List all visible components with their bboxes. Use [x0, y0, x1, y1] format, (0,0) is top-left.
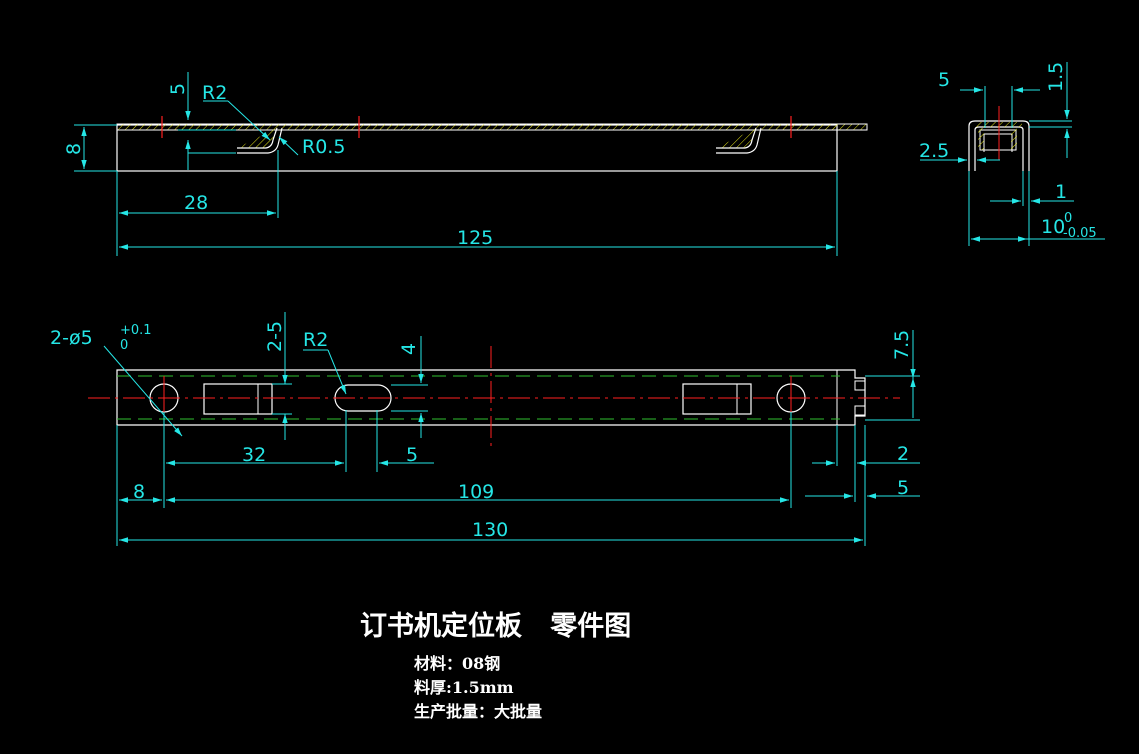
dim-109: 109 [458, 481, 494, 503]
drawing-title: 订书机定位板 零件图 [360, 611, 632, 642]
dim-2: 2 [897, 443, 909, 465]
plan-view [88, 346, 900, 448]
dim-hole-upper-tol: +0.1 [120, 323, 152, 338]
dim-8-bottom: 8 [133, 481, 145, 503]
dim-side-2-5: 2.5 [919, 140, 949, 162]
batch-note: 生产批量：大批量 [414, 702, 543, 721]
plan-view-dim-text: 2-ø5 +0.1 0 2-5 R2 4 7.5 32 5 2 5 8 109 … [50, 321, 913, 541]
dim-side-10-lower-tol: -0.05 [1063, 226, 1097, 241]
dim-side-1-5: 1.5 [1045, 62, 1067, 92]
thickness-note: 料厚:1.5mm [414, 678, 514, 697]
dim-r2-top: R2 [202, 82, 227, 104]
dim-side-1: 1 [1055, 181, 1067, 203]
dim-125: 125 [457, 227, 493, 249]
dim-side-5: 5 [938, 69, 950, 91]
front-view-dim-text: 5 R2 8 R0.5 28 125 [63, 82, 493, 249]
dim-side-10: 10 [1041, 216, 1065, 238]
front-view [116, 116, 868, 172]
dim-5-slot: 5 [406, 444, 418, 466]
plan-view-dimensions [103, 312, 920, 546]
dim-hole-lower-tol: 0 [120, 338, 128, 353]
side-view-dim-text: 5 1.5 2.5 1 10 0 -0.05 [919, 62, 1097, 241]
dim-28: 28 [184, 192, 208, 214]
dim-4: 4 [398, 343, 420, 355]
dim-5-right: 5 [897, 477, 909, 499]
front-view-dimensions [74, 72, 838, 256]
dim-r05: R0.5 [302, 136, 345, 158]
dim-r2-bottom: R2 [303, 329, 328, 351]
dim-hole-callout: 2-ø5 [50, 327, 93, 349]
side-view [968, 106, 1030, 171]
dim-130: 130 [472, 519, 508, 541]
side-view-dimensions [920, 62, 1105, 246]
dim-side-10-upper-tol: 0 [1064, 211, 1072, 226]
dim-7-5: 7.5 [891, 330, 913, 360]
dim-2-5: 2-5 [264, 321, 286, 352]
dim-32: 32 [242, 444, 266, 466]
dim-8-height: 8 [63, 143, 85, 155]
material-note: 材料：08钢 [414, 654, 501, 673]
dim-5-top: 5 [167, 83, 189, 95]
